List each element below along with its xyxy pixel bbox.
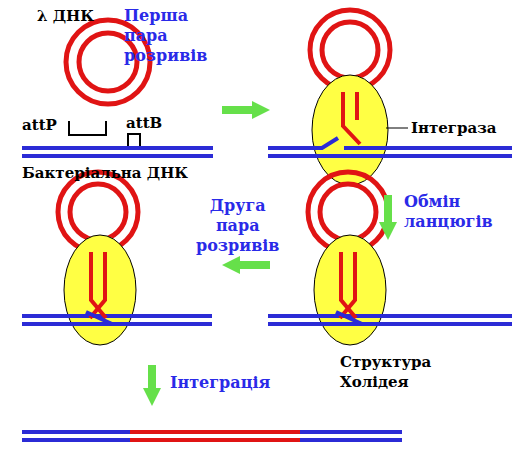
structure-label: Структура Холідея bbox=[340, 352, 431, 392]
integrase bbox=[64, 235, 136, 345]
leader-line bbox=[386, 128, 408, 129]
holliday-strands bbox=[268, 252, 512, 324]
step-label: Перша пара розривів bbox=[124, 6, 207, 66]
step-label: Обмін ланцюгів bbox=[404, 192, 493, 232]
bacterial-dna bbox=[22, 148, 213, 156]
site-label: attB bbox=[126, 113, 162, 133]
enzyme-label: Інтеграза bbox=[411, 118, 497, 138]
step-label: Інтеграція bbox=[170, 373, 270, 393]
dna-strands bbox=[268, 92, 512, 156]
molecule-label: Бактеріальна ДНК bbox=[22, 163, 188, 183]
site-label: attP bbox=[22, 115, 57, 135]
step-label: Друга пара розривів bbox=[196, 196, 279, 256]
second-break-strands bbox=[22, 252, 212, 340]
molecule-label: λ ДНК bbox=[37, 6, 94, 26]
integrase bbox=[312, 75, 388, 185]
integrated-dna bbox=[22, 432, 402, 440]
integrase bbox=[314, 235, 386, 345]
